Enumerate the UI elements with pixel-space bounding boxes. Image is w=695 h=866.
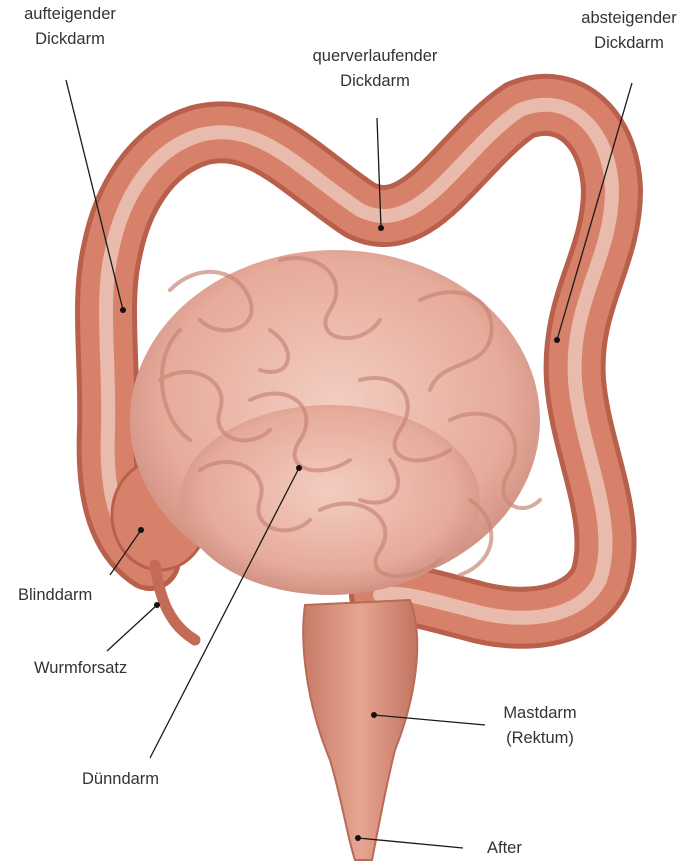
label-line: Dickdarm xyxy=(292,69,458,94)
label-ascending-colon: aufteigender Dickdarm xyxy=(6,2,134,52)
label-cecum-text: Blinddarm xyxy=(18,586,92,604)
label-line: absteigender xyxy=(566,6,692,31)
label-small-intestine: Dünndarm xyxy=(82,767,159,792)
rectum xyxy=(303,600,417,860)
leader-appendix xyxy=(107,605,157,651)
label-anus: After xyxy=(487,836,522,861)
label-transverse-colon: querverlaufender Dickdarm xyxy=(292,44,458,94)
label-cecum: Blinddarm xyxy=(18,583,92,608)
label-line: Dickdarm xyxy=(566,31,692,56)
label-appendix-text: Wurmforsatz xyxy=(34,659,127,677)
label-rectum: Mastdarm (Rektum) xyxy=(490,701,590,751)
label-line: aufteigender xyxy=(6,2,134,27)
label-line: querverlaufender xyxy=(292,44,458,69)
label-line: (Rektum) xyxy=(490,726,590,751)
label-line: Dickdarm xyxy=(6,27,134,52)
label-descending-colon: absteigender Dickdarm xyxy=(566,6,692,56)
label-appendix: Wurmforsatz xyxy=(34,656,127,681)
label-anus-text: After xyxy=(487,839,522,857)
label-line: Mastdarm xyxy=(490,701,590,726)
label-small-intestine-text: Dünndarm xyxy=(82,770,159,788)
